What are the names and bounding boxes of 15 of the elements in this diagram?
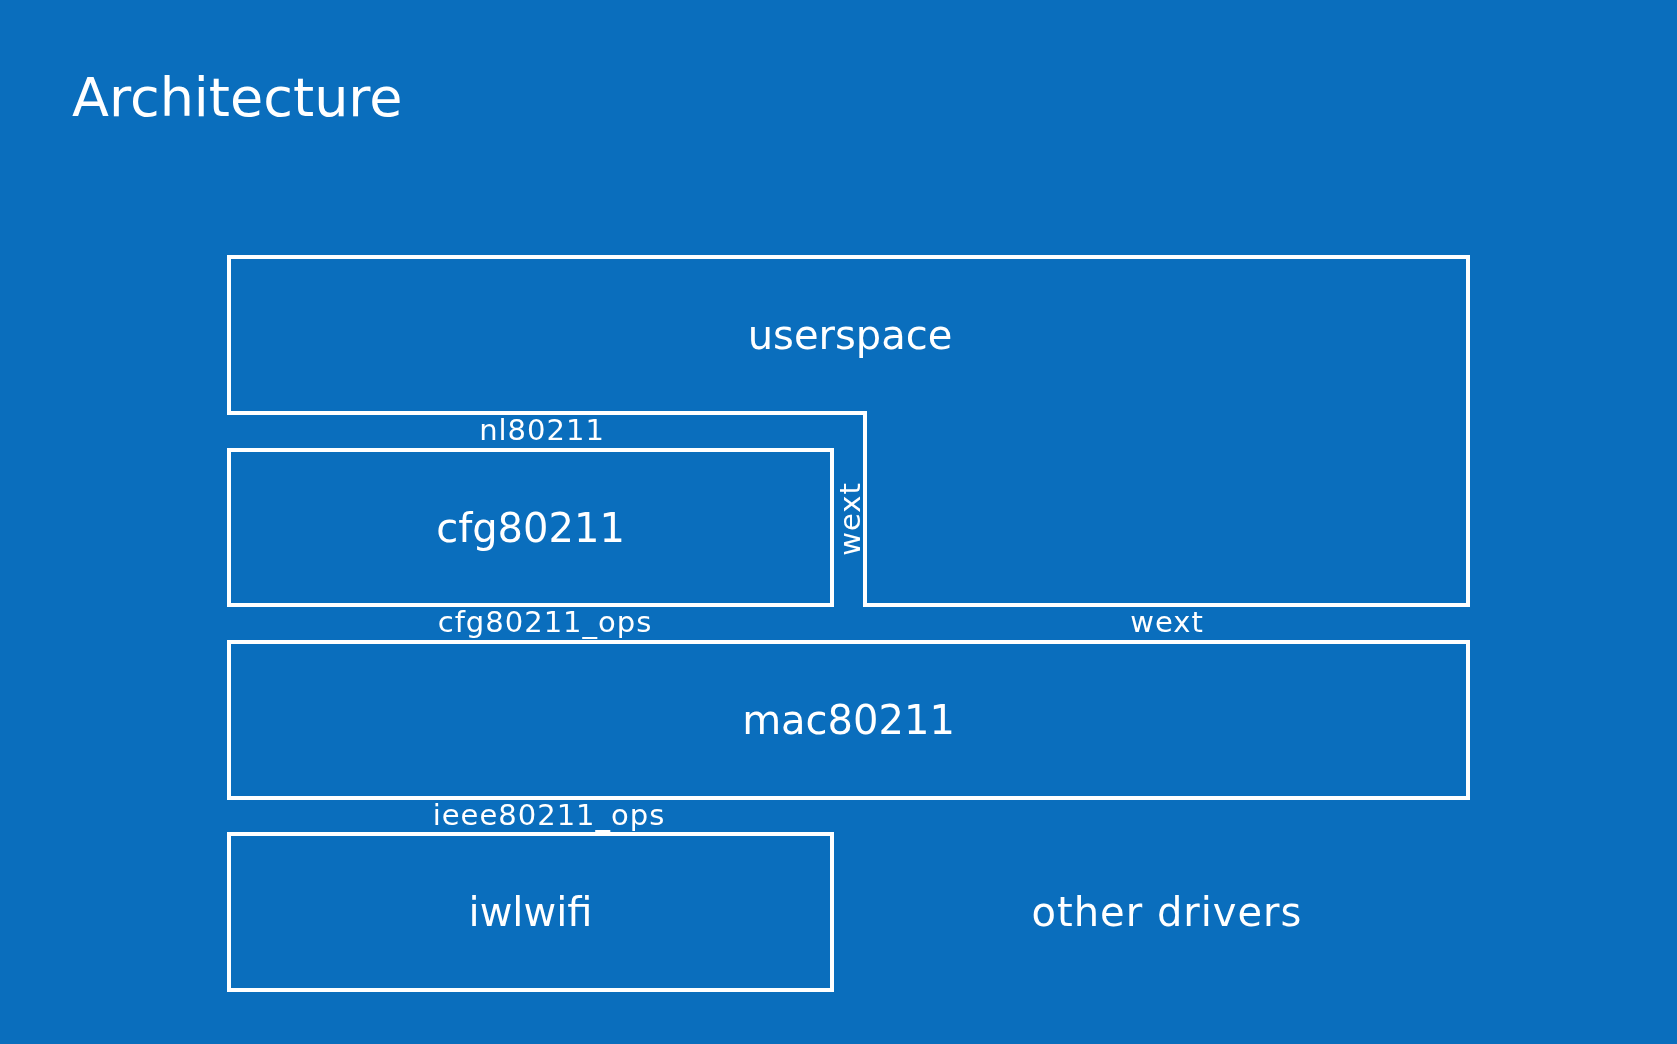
driver-label: other drivers bbox=[1031, 889, 1303, 935]
layer-box bbox=[229, 642, 1468, 798]
layer-box bbox=[229, 834, 832, 990]
layer-box bbox=[229, 450, 832, 605]
interface-label: cfg80211_ops bbox=[437, 605, 653, 639]
layer-label: cfg80211 bbox=[436, 504, 625, 551]
interface-label: wext bbox=[1130, 605, 1204, 639]
interface-label: ieee80211_ops bbox=[432, 798, 666, 832]
interface-label: wext bbox=[833, 482, 867, 556]
slide-title: Architecture bbox=[72, 66, 403, 129]
layer-label: iwlwifi bbox=[468, 889, 593, 935]
layer-label: userspace bbox=[747, 312, 953, 358]
layer-box bbox=[229, 257, 1468, 605]
layer-label: mac80211 bbox=[742, 697, 955, 743]
interface-label: nl80211 bbox=[479, 413, 605, 447]
